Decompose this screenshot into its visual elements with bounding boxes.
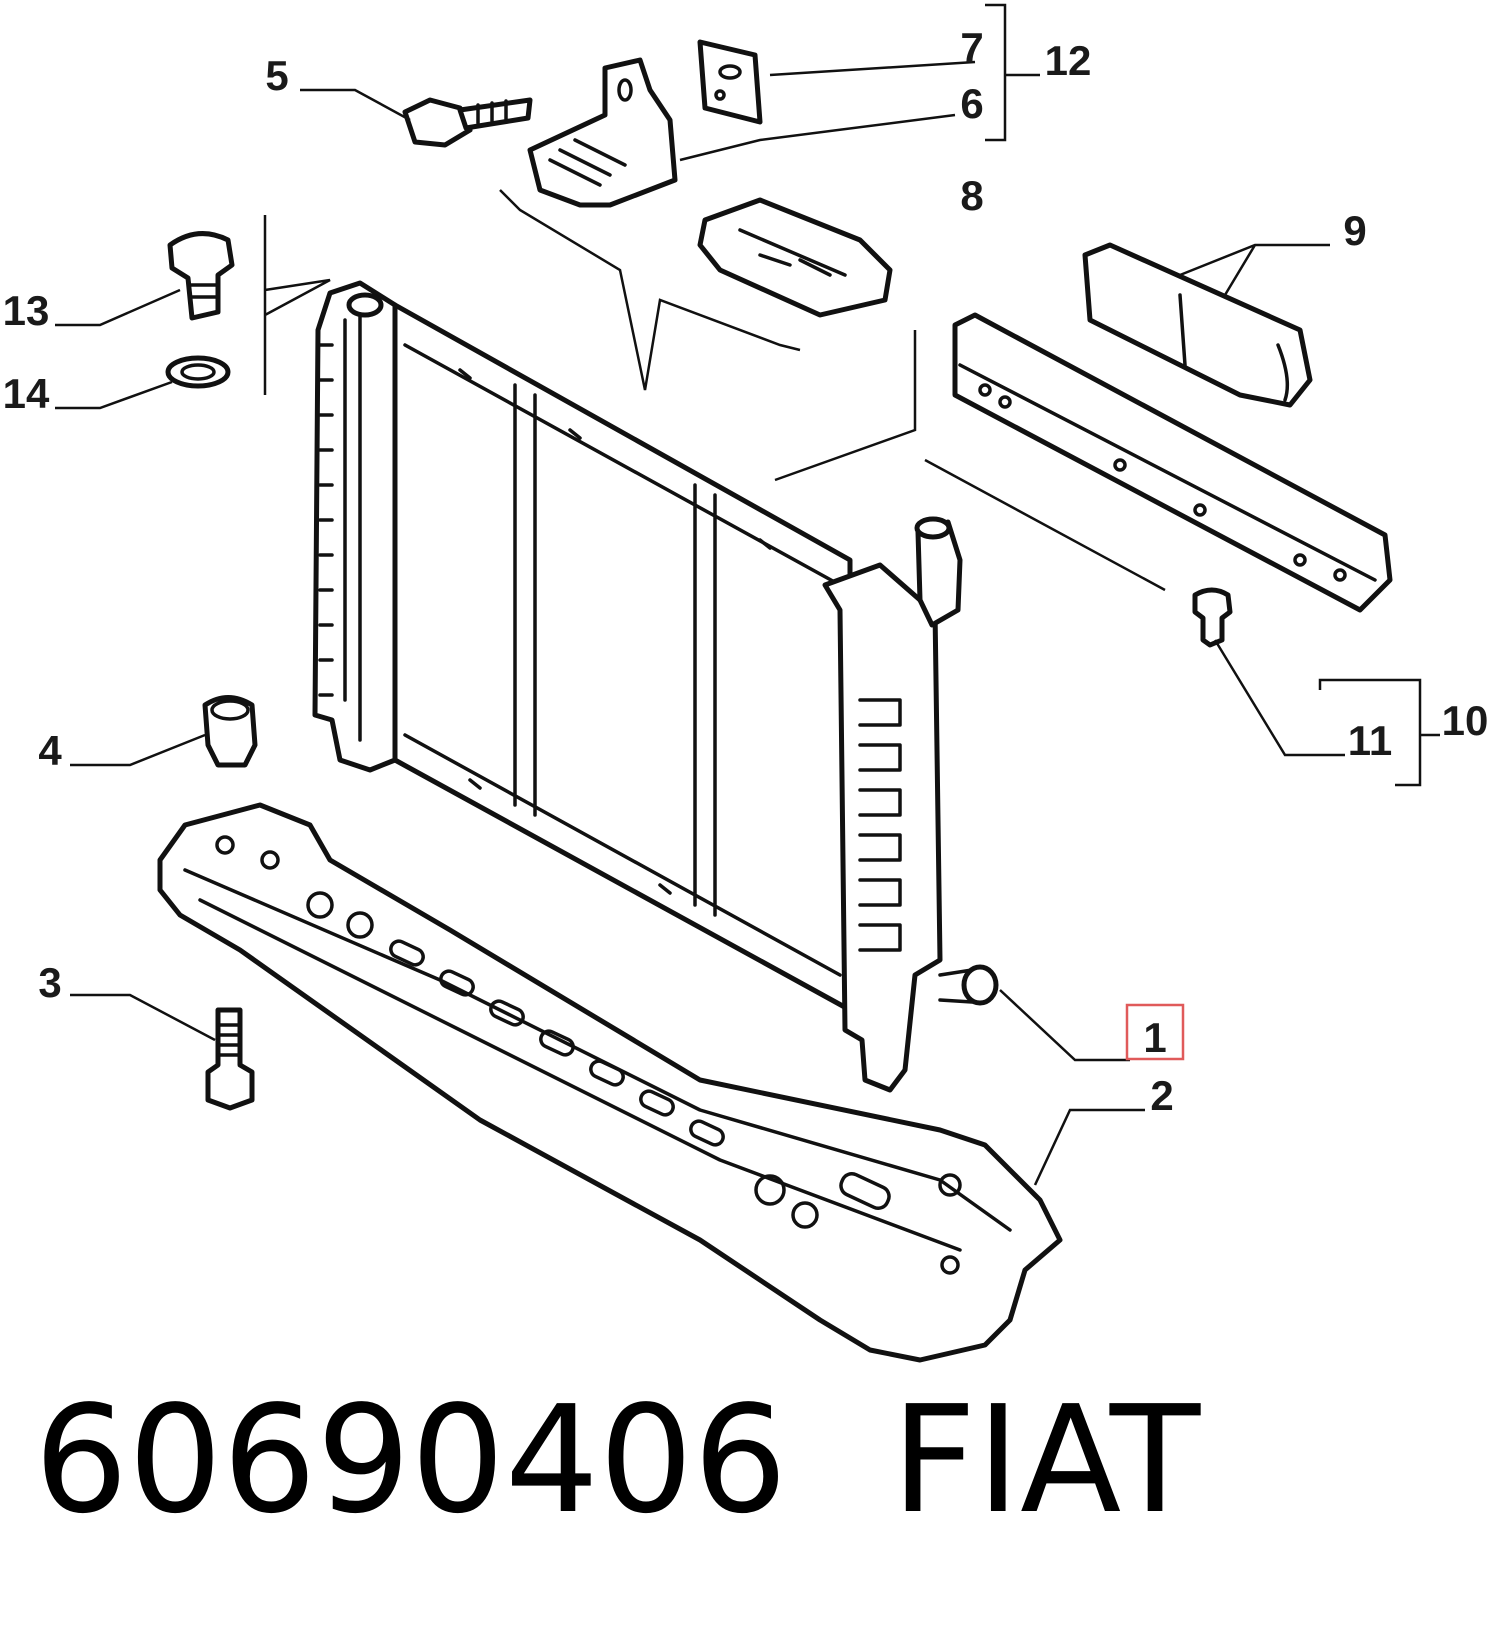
lower-crossmember-part bbox=[157, 802, 1063, 1363]
support-rail-part bbox=[952, 312, 1393, 613]
insulator-pad-part bbox=[697, 197, 893, 318]
washer-part bbox=[165, 355, 231, 389]
brand-name: FIAT bbox=[891, 1374, 1201, 1546]
leader-lines bbox=[55, 3, 1440, 1186]
callout-4[interactable]: 4 bbox=[38, 727, 62, 774]
clip-nut-part bbox=[697, 39, 763, 125]
callout-8[interactable]: 8 bbox=[960, 172, 983, 219]
drain-plug-part bbox=[202, 695, 258, 768]
callout-10[interactable]: 10 bbox=[1442, 697, 1489, 744]
callout-5[interactable]: 5 bbox=[265, 52, 288, 99]
seal-strip-part bbox=[1082, 242, 1313, 408]
callout-9[interactable]: 9 bbox=[1343, 207, 1366, 254]
callout-3[interactable]: 3 bbox=[38, 959, 61, 1006]
callout-13[interactable]: 13 bbox=[3, 287, 50, 334]
callout-2[interactable]: 2 bbox=[1150, 1072, 1173, 1119]
mounting-bracket-part bbox=[527, 57, 678, 208]
screw-part bbox=[402, 97, 533, 148]
part-number: 60690406 bbox=[34, 1374, 788, 1546]
highlight-box bbox=[1125, 1003, 1185, 1061]
callout-7[interactable]: 7 bbox=[960, 24, 983, 71]
part-caption: 60690406 FIAT bbox=[34, 1370, 1200, 1550]
callout-11[interactable]: 11 bbox=[1348, 717, 1392, 764]
callout-labels: 1 2 3 4 5 6 7 8 9 10 11 12 13 14 bbox=[3, 24, 1489, 1119]
callout-6[interactable]: 6 bbox=[960, 80, 983, 127]
radiator-part bbox=[312, 280, 999, 1093]
callout-1[interactable]: 1 bbox=[1143, 1014, 1166, 1061]
push-pin-part bbox=[1192, 587, 1233, 648]
stud-bolt-part bbox=[205, 1007, 255, 1111]
callout-12[interactable]: 12 bbox=[1045, 37, 1092, 84]
drain-bolt-part bbox=[167, 231, 235, 321]
callout-14[interactable]: 14 bbox=[3, 370, 50, 417]
